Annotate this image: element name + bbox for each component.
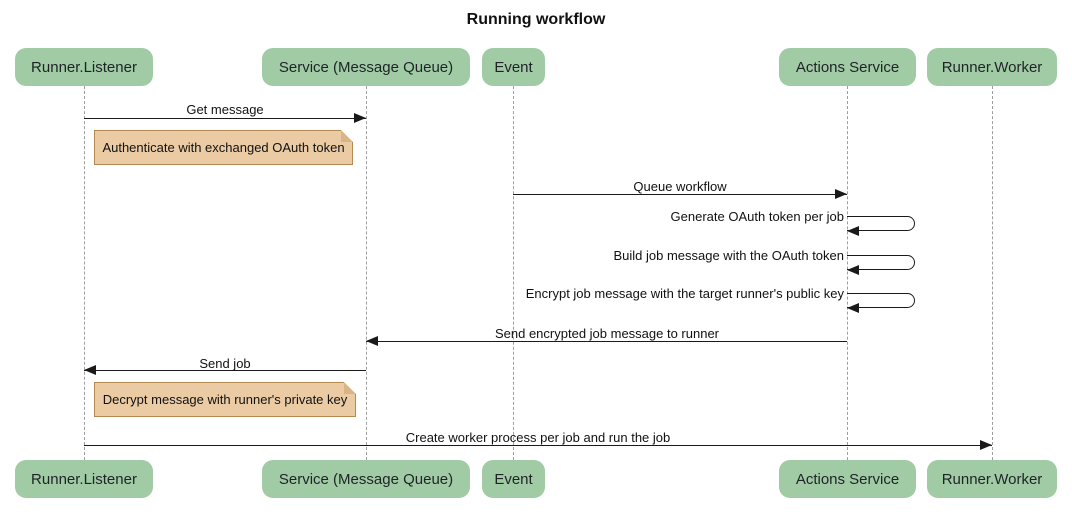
self-message-encrypt-job-label: Encrypt job message with the target runn… [525, 286, 844, 301]
participant-runner-worker-bottom: Runner.Worker [927, 460, 1057, 498]
participant-runner-listener-top: Runner.Listener [15, 48, 153, 86]
self-message-build-job-label: Build job message with the OAuth token [613, 248, 844, 263]
participant-label: Runner.Listener [31, 470, 137, 488]
lifeline-runner-listener [84, 86, 85, 460]
self-message-generate-token-label: Generate OAuth token per job [670, 209, 844, 224]
message-create-worker-arrowhead [980, 440, 992, 450]
participant-label: Event [494, 58, 533, 76]
lifeline-runner-worker [992, 86, 993, 460]
message-get-message-label: Get message [186, 102, 264, 117]
message-send-encrypted-arrowhead [366, 336, 378, 346]
participant-service-message-queue-top: Service (Message Queue) [262, 48, 470, 86]
self-message-build-job-arrowhead [847, 265, 859, 275]
message-send-encrypted-label: Send encrypted job message to runner [494, 326, 720, 341]
message-send-encrypted-line [366, 341, 847, 342]
message-create-worker-label: Create worker process per job and run th… [405, 430, 671, 445]
self-message-generate-token-arrowhead [847, 226, 859, 236]
participant-event-top: Event [482, 48, 545, 86]
self-message-build-job-loop [847, 255, 915, 270]
message-queue-workflow-arrowhead [835, 189, 847, 199]
note-authenticate-text: Authenticate with exchanged OAuth token [102, 140, 345, 155]
participant-runner-worker-top: Runner.Worker [927, 48, 1057, 86]
participant-label: Runner.Worker [941, 58, 1043, 76]
participant-label: Actions Service [795, 58, 900, 76]
participant-label: Service (Message Queue) [278, 58, 454, 76]
participant-service-message-queue-bottom: Service (Message Queue) [262, 460, 470, 498]
diagram-title: Running workflow [466, 11, 606, 28]
message-queue-workflow-line [513, 194, 847, 195]
self-message-encrypt-job-loop [847, 293, 915, 308]
message-get-message-arrowhead [354, 113, 366, 123]
participant-label: Event [494, 470, 533, 488]
lifeline-event [513, 86, 514, 460]
participant-actions-service-top: Actions Service [779, 48, 916, 86]
participant-label: Runner.Worker [941, 470, 1043, 488]
message-queue-workflow-label: Queue workflow [633, 179, 727, 194]
message-get-message-line [84, 118, 366, 119]
participant-label: Service (Message Queue) [278, 470, 454, 488]
message-send-job-arrowhead [84, 365, 96, 375]
lifeline-service-message-queue [366, 86, 367, 460]
participant-actions-service-bottom: Actions Service [779, 460, 916, 498]
note-authenticate: Authenticate with exchanged OAuth token [94, 130, 353, 165]
message-send-job-line [84, 370, 366, 371]
participant-label: Runner.Listener [31, 58, 137, 76]
message-send-job-label: Send job [199, 356, 251, 371]
note-decrypt: Decrypt message with runner's private ke… [94, 382, 356, 417]
message-create-worker-line [84, 445, 992, 446]
self-message-generate-token-loop [847, 216, 915, 231]
self-message-encrypt-job-arrowhead [847, 303, 859, 313]
participant-label: Actions Service [795, 470, 900, 488]
participant-runner-listener-bottom: Runner.Listener [15, 460, 153, 498]
note-decrypt-text: Decrypt message with runner's private ke… [102, 392, 348, 407]
participant-event-bottom: Event [482, 460, 545, 498]
